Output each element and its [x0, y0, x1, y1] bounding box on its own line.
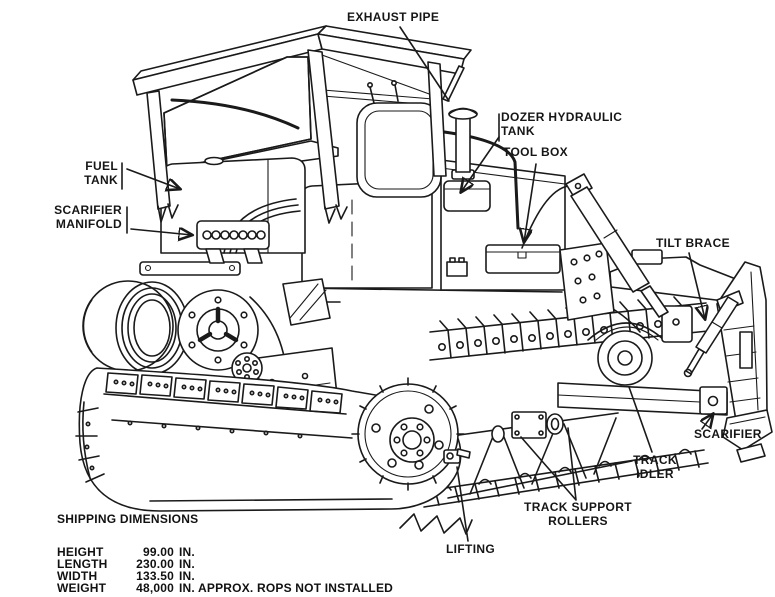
callout-line: IDLER	[636, 466, 674, 481]
callout-line: SCARIFIER	[694, 427, 762, 441]
dimension-unit: IN. APPROX. ROPS NOT INSTALLED	[179, 581, 394, 596]
callout-fuel-tank: FUEL TANK	[60, 159, 118, 188]
dimension-row: HEIGHT 99.00 IN.	[57, 546, 393, 558]
callout-line: MANIFOLD	[55, 216, 122, 231]
dimension-unit: IN.	[179, 569, 195, 584]
callout-line: TANK	[501, 123, 535, 138]
callout-dozer-hydraulic-tank: DOZER HYDRAULIC TANK	[501, 110, 623, 139]
callout-scarifier: SCARIFIER	[694, 427, 762, 442]
tilt-brace-cylinder	[683, 296, 739, 378]
callout-tilt-brace: TILT BRACE	[656, 236, 730, 251]
shipping-dimensions-table: HEIGHT 99.00 IN. LENGTH 230.00 IN. WIDTH…	[57, 546, 393, 594]
callout-lifting: LIFTING	[446, 542, 496, 557]
shipping-dimensions-block: SHIPPING DIMENSIONS HEIGHT 99.00 IN. LEN…	[57, 512, 393, 594]
callout-leader-lines	[121, 26, 713, 542]
dimension-unit: IN.	[179, 545, 195, 559]
callout-line: TOOL BOX	[503, 145, 569, 159]
track-frame-struts	[447, 412, 633, 499]
cylinder-mount-plate	[559, 242, 615, 321]
callout-line: ROLLERS	[548, 513, 608, 528]
callout-line: EXHAUST PIPE	[347, 10, 440, 24]
callout-line: TANK	[84, 172, 118, 187]
track-shoes	[75, 372, 393, 502]
dimension-unit: IN.	[179, 557, 195, 572]
lifting-lug	[443, 448, 471, 464]
dimension-label: WIDTH	[57, 569, 98, 584]
callout-line: TRACK	[633, 453, 677, 467]
callout-line: DOZER HYDRAULIC	[501, 110, 623, 124]
dimension-row: WEIGHT 48,000 IN. APPROX. ROPS NOT INSTA…	[57, 582, 393, 594]
callout-track-support-rollers: TRACK SUPPORT ROLLERS	[518, 500, 638, 529]
callout-exhaust-pipe: EXHAUST PIPE	[347, 10, 440, 25]
dimension-label: HEIGHT	[57, 545, 104, 559]
dozer-hydraulic-tank-body	[443, 180, 491, 212]
shipping-dimensions-title: SHIPPING DIMENSIONS	[57, 512, 199, 526]
dimension-row: LENGTH 230.00 IN.	[57, 558, 393, 570]
callout-line: TRACK SUPPORT	[524, 500, 632, 514]
dimension-value: 48,000	[136, 581, 174, 596]
dimension-value: 133.50	[136, 569, 174, 584]
callout-scarifier-manifold: SCARIFIER MANIFOLD	[30, 203, 122, 232]
handrail	[435, 129, 520, 230]
callout-line: LIFTING	[446, 542, 496, 556]
callout-line: SCARIFIER	[54, 203, 122, 217]
scarifier-beam	[557, 382, 728, 416]
callout-line: FUEL	[85, 159, 118, 173]
callout-line: TILT BRACE	[656, 236, 730, 250]
dimension-label: WEIGHT	[57, 581, 107, 596]
track-roller-assembly	[491, 411, 564, 443]
track-idler-wheel	[587, 322, 665, 386]
scarifier-manifold-body	[196, 220, 270, 264]
tool-box-body	[485, 244, 561, 274]
dimension-value: 99.00	[142, 545, 174, 559]
callout-tool-box: TOOL BOX	[503, 145, 569, 160]
canopy-posts	[146, 49, 465, 224]
seat	[356, 102, 442, 198]
lift-cylinder	[570, 186, 650, 293]
near-track	[75, 367, 465, 512]
dimension-row: WIDTH 133.50 IN.	[57, 570, 393, 582]
dimension-label: LENGTH	[57, 557, 108, 572]
dimension-value: 230.00	[136, 557, 174, 572]
callout-track-idler: TRACK IDLER	[627, 453, 683, 482]
